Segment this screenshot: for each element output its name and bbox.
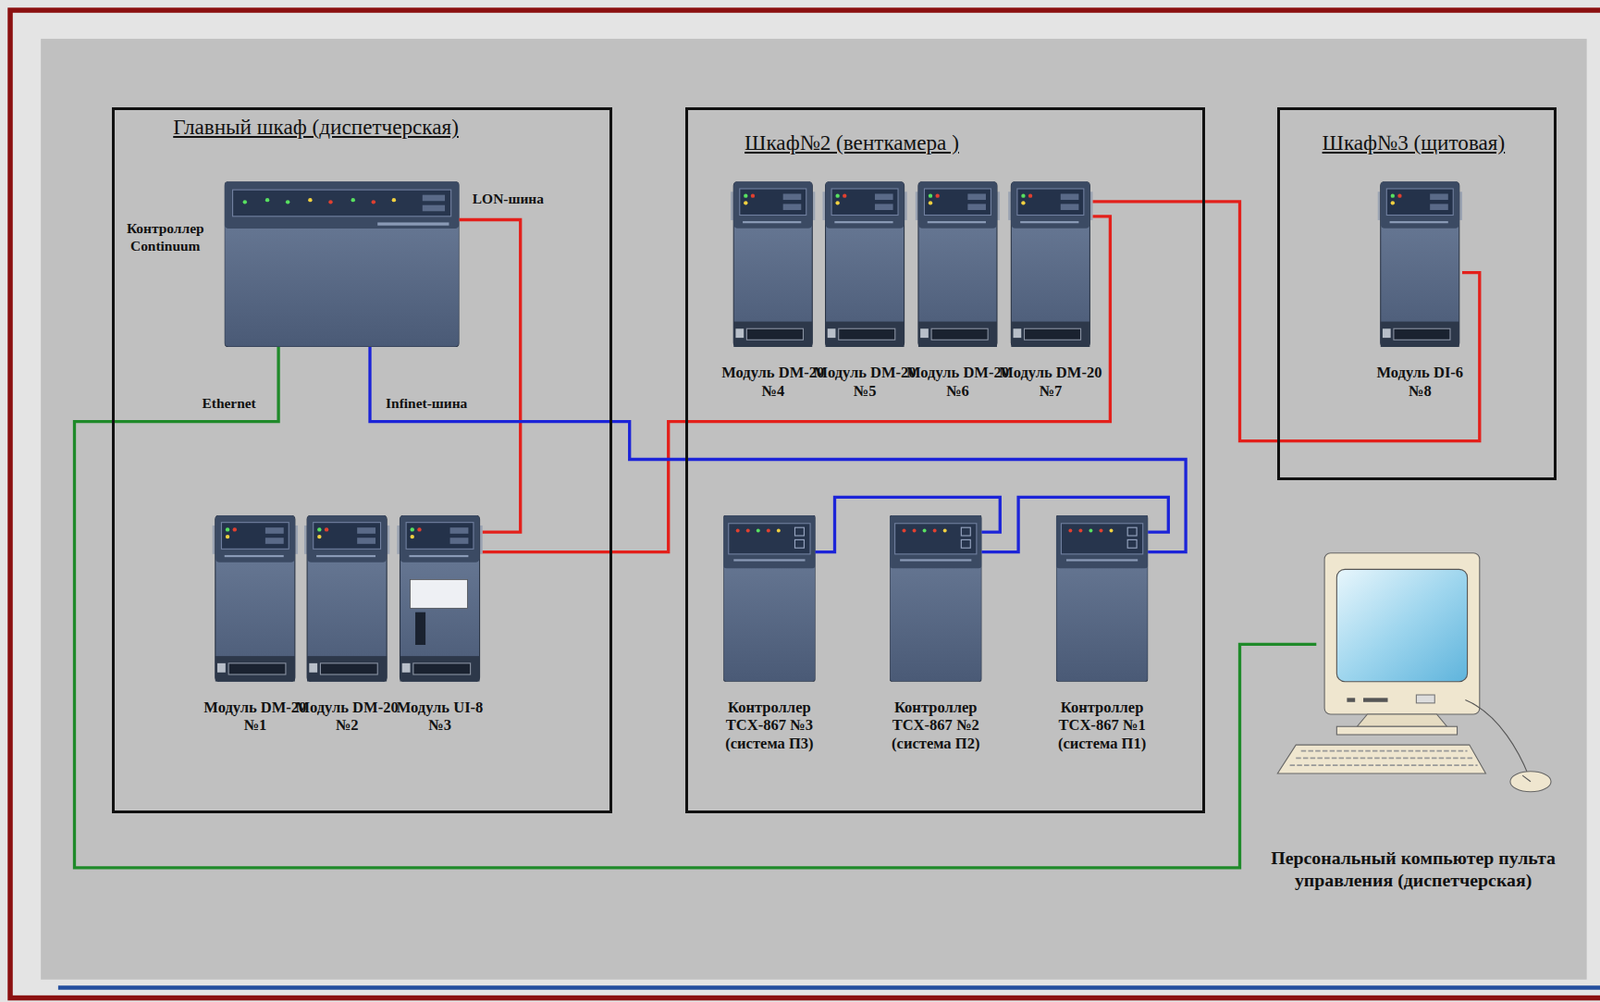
keyboard	[1277, 744, 1486, 774]
bus-line	[815, 496, 1001, 552]
device-box: Модуль DM-20 №2	[304, 515, 391, 682]
module	[396, 515, 483, 682]
monitor-button	[1415, 694, 1435, 703]
cabinet-title: Шкаф№2 (венткамера )	[744, 130, 960, 157]
module	[1377, 181, 1463, 347]
mouse-cable	[1464, 700, 1528, 776]
module	[915, 181, 1001, 347]
frame	[10, 10, 1600, 998]
device-label: Модуль DM-20 №1	[199, 698, 310, 736]
device-box: Модуль DM-20 №1	[211, 515, 298, 682]
device-label: Модуль DM-20 №6	[902, 363, 1013, 401]
device-box: Модуль DI-6 №8	[1377, 181, 1463, 347]
cabinet-box: Главный шкаф (диспетчерская) Контроллер C…	[111, 107, 613, 813]
device-label: Контроллер TCX-867 №3 (система П3)	[713, 698, 825, 754]
device-label: Модуль DM-20 №7	[995, 363, 1106, 401]
device-box: Модуль UI-8 №3	[396, 515, 483, 682]
device-box: Модуль DM-20 №7	[1008, 181, 1094, 347]
mouse-button	[1522, 775, 1531, 782]
monitor-case	[1324, 553, 1480, 714]
module-switch	[415, 612, 426, 645]
bus-line	[482, 216, 1111, 553]
computer	[1277, 553, 1551, 792]
device-label: Модуль DM-20 №4	[717, 363, 828, 401]
device-label: Модуль DM-20 №2	[292, 698, 403, 736]
monitor-stand	[1356, 713, 1447, 727]
bus-label: Ethernet	[201, 394, 256, 411]
bus-line	[1093, 201, 1480, 442]
device-box: Контроллер TCX-867 №2 (система П2)	[889, 515, 982, 682]
device-box: Модуль DM-20 №5	[822, 181, 908, 347]
monitor-base	[1336, 726, 1457, 735]
cabinet-box: Шкаф№2 (венткамера )Модуль DM-20 №4Модул…	[685, 107, 1206, 813]
controller-tcx	[1056, 515, 1148, 682]
keyboard-keys	[1290, 750, 1478, 765]
panel-ground	[40, 38, 1588, 980]
module	[730, 181, 816, 347]
device-label: Модуль DM-20 №5	[809, 363, 920, 401]
module	[304, 515, 391, 682]
mouse	[1510, 771, 1551, 792]
bottom-rule	[58, 984, 1600, 989]
device-box: Контроллер TCX-867 №1 (система П1)	[1056, 515, 1148, 682]
bus-label: LON-шина	[472, 190, 544, 207]
computer-node: Персональный компьютер пульта управления…	[1316, 551, 1556, 797]
bus-line	[981, 496, 1169, 552]
device-label: Контроллер Continuum	[120, 220, 210, 255]
device-label: Контроллер TCX-867 №1 (система П1)	[1046, 698, 1157, 754]
module	[822, 181, 908, 347]
module-table	[410, 578, 468, 608]
module	[211, 515, 298, 682]
cabinet-title: Главный шкаф (диспетчерская)	[172, 114, 459, 141]
device-box: Модуль DM-20 №6	[915, 181, 1001, 347]
computer-label: Персональный компьютер пульта управления…	[1270, 847, 1557, 892]
device-box: Контроллер Continuum	[224, 181, 460, 347]
bus-line	[369, 346, 1186, 553]
device-box: Модуль DM-20 №4	[730, 181, 816, 347]
cabinet-title: Шкаф№3 (щитовая)	[1322, 130, 1506, 157]
bus-line	[74, 346, 1317, 868]
module	[1008, 181, 1094, 347]
bus-label: Infinet-шина	[385, 394, 468, 411]
bus-line	[459, 220, 521, 533]
device-label: Модуль UI-8 №3	[384, 698, 495, 736]
device-label: Контроллер TCX-867 №2 (система П2)	[880, 698, 991, 754]
device-box: Контроллер TCX-867 №3 (система П3)	[723, 515, 815, 682]
controller-tcx	[889, 515, 982, 682]
monitor-button	[1363, 697, 1388, 702]
controller-tcx	[723, 515, 815, 682]
controller-continuum	[224, 181, 460, 347]
device-label: Модуль DI-6 №8	[1365, 363, 1476, 401]
monitor-button	[1346, 697, 1355, 702]
monitor-screen	[1336, 568, 1467, 681]
cabinet-box: Шкаф№3 (щитовая) Модуль DI-6 №8	[1277, 107, 1556, 480]
